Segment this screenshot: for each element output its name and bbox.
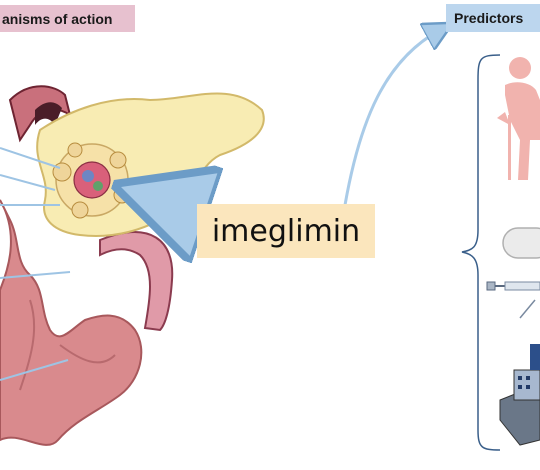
predictors-bracket	[461, 54, 501, 451]
syringe-icon	[486, 281, 540, 291]
mechanisms-of-action-label: anisms of action	[0, 5, 135, 32]
arrow-to-predictors	[343, 30, 440, 206]
predictors-label: Predictors	[446, 4, 540, 32]
building-icon	[499, 299, 540, 446]
tablet-icon	[502, 227, 540, 259]
imeglimin-label: imeglimin	[197, 204, 375, 258]
elderly-person-icon	[497, 57, 540, 180]
mechanism-pointer-lines	[0, 147, 71, 381]
